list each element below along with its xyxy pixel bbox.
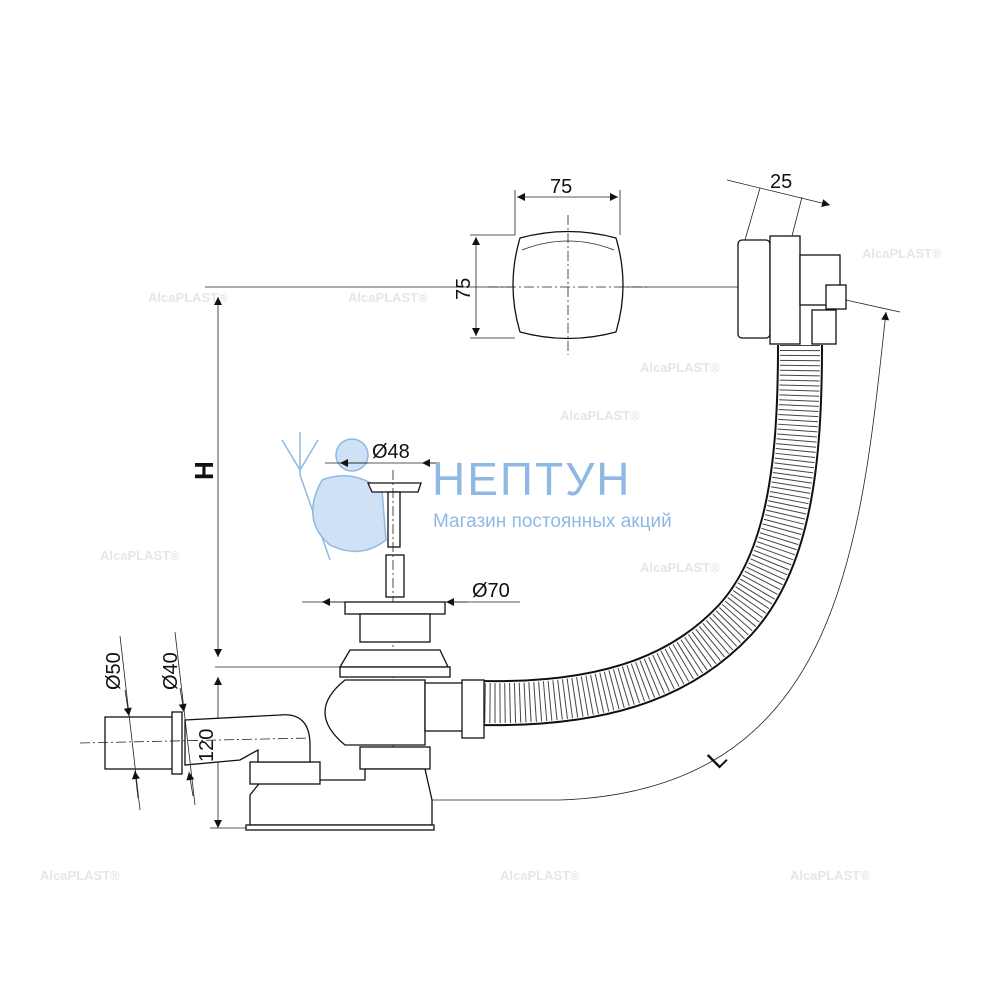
- length-label: L: [701, 743, 732, 774]
- svg-text:AlcaPLAST®: AlcaPLAST®: [148, 290, 228, 305]
- height-label: H: [189, 461, 219, 480]
- outlet-outer-diameter-label: Ø50: [103, 652, 125, 690]
- svg-text:AlcaPLAST®: AlcaPLAST®: [640, 560, 720, 575]
- plug-diameter-label: Ø48: [372, 441, 410, 463]
- overflow-cover: [470, 190, 648, 355]
- waste-body: [79, 598, 520, 831]
- svg-text:AlcaPLAST®: AlcaPLAST®: [640, 360, 720, 375]
- outlet-dimensions: [119, 631, 196, 811]
- cover-width-label: 75: [550, 176, 572, 198]
- neptune-figure-watermark: [281, 432, 387, 561]
- svg-text:AlcaPLAST®: AlcaPLAST®: [500, 868, 580, 883]
- outlet-inner-diameter-label: Ø40: [160, 652, 182, 690]
- flange-diameter-label: Ø70: [472, 580, 510, 602]
- svg-text:AlcaPLAST®: AlcaPLAST®: [862, 246, 942, 261]
- store-slogan-watermark: Магазин постоянных акций: [433, 511, 672, 532]
- svg-text:AlcaPLAST®: AlcaPLAST®: [348, 290, 428, 305]
- overflow-depth-label: 25: [770, 171, 792, 193]
- svg-text:AlcaPLAST®: AlcaPLAST®: [790, 868, 870, 883]
- overflow-head: [726, 179, 847, 345]
- trap-height-label: 120: [196, 729, 218, 762]
- manufacturer-logo-watermarks: AlcaPLAST® AlcaPLAST® AlcaPLAST® AlcaPLA…: [40, 246, 942, 883]
- length-dimension: [392, 299, 901, 804]
- svg-text:AlcaPLAST®: AlcaPLAST®: [560, 408, 640, 423]
- store-name-watermark: НЕПТУН: [432, 453, 632, 505]
- svg-text:AlcaPLAST®: AlcaPLAST®: [100, 548, 180, 563]
- cover-height-label: 75: [453, 278, 475, 300]
- svg-text:AlcaPLAST®: AlcaPLAST®: [40, 868, 120, 883]
